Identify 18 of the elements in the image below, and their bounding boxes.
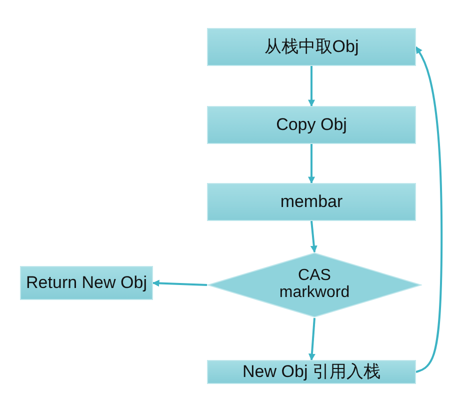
process-box: [207, 183, 416, 221]
node-label: Return New Obj: [26, 274, 147, 292]
process-box: [20, 266, 153, 300]
process-box: [207, 28, 416, 66]
arrow: [308, 66, 315, 107]
arrow: [308, 144, 315, 184]
node-label: membar: [280, 193, 343, 211]
arrow: [310, 220, 318, 253]
node-label: Copy Obj: [276, 116, 347, 134]
node-label: CAS markword: [278, 268, 351, 302]
arrow: [308, 318, 316, 361]
decision-diamond: [207, 252, 422, 318]
process-box: [207, 106, 416, 144]
node-label: 从栈中取Obj: [264, 38, 359, 56]
arrow: [415, 46, 443, 373]
node-label: New Obj 引用入栈: [242, 363, 380, 381]
arrow: [152, 280, 208, 287]
process-box: [207, 360, 416, 384]
